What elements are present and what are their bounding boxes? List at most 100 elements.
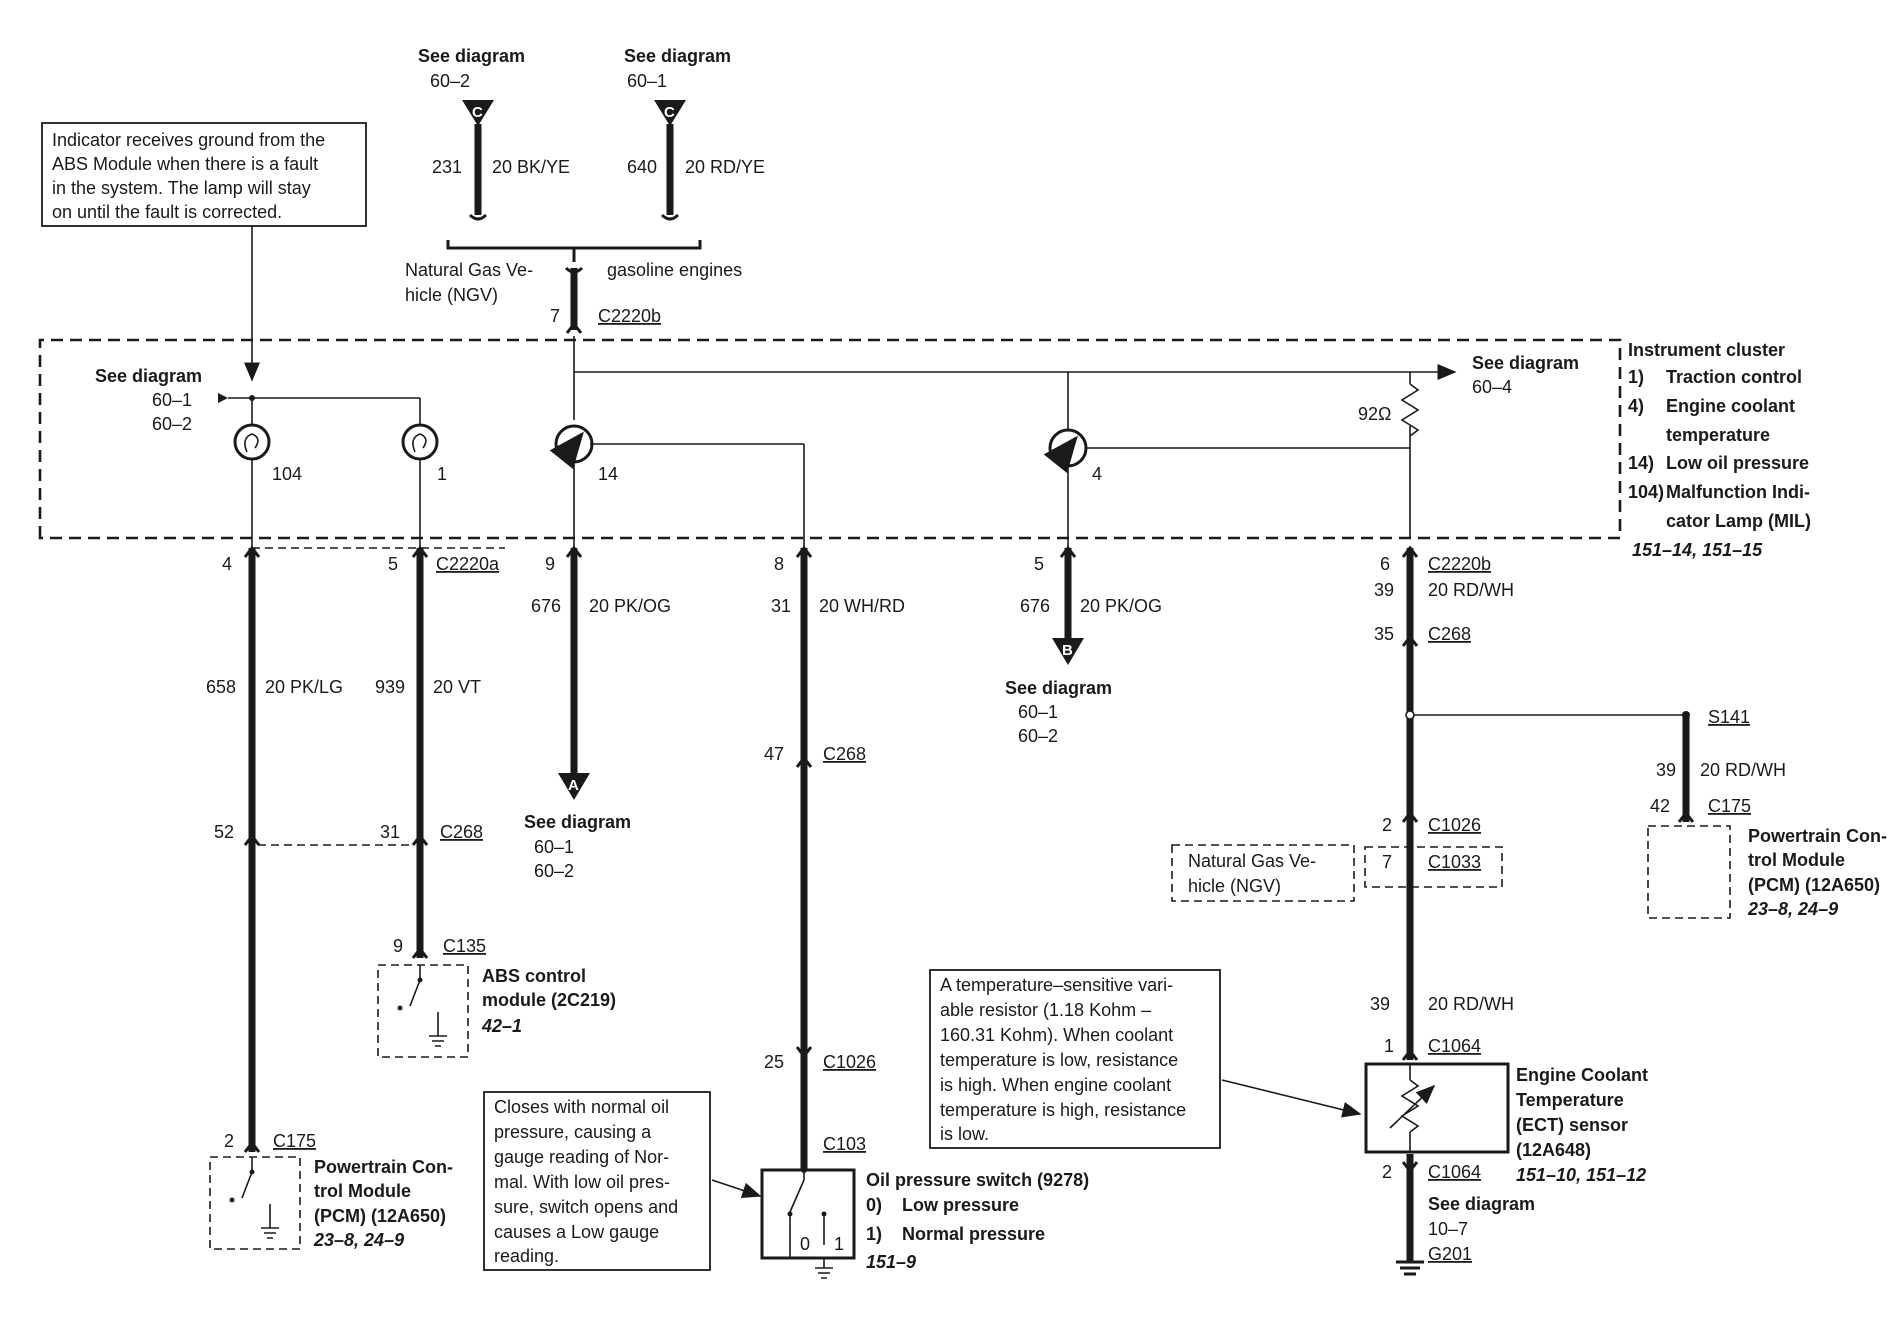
note-line: A temperature–sensitive vari- xyxy=(940,975,1173,995)
note-arrow xyxy=(1221,1079,1362,1118)
note-line: sure, switch opens and xyxy=(494,1197,678,1217)
see-diagram-label: See diagram xyxy=(1005,678,1112,698)
connector-letter: C xyxy=(664,104,675,121)
legend-num: 104) xyxy=(1628,482,1664,502)
connector-letter: B xyxy=(1062,642,1073,659)
wire-color: 20 WH/RD xyxy=(819,596,905,616)
module-name: trol Module xyxy=(314,1181,411,1201)
pin-number: 25 xyxy=(764,1052,784,1072)
circuit-number: 676 xyxy=(1020,596,1050,616)
connector-id: C175 xyxy=(1708,796,1751,816)
connector-a-icon xyxy=(558,773,590,800)
page-refs: 42–1 xyxy=(481,1016,522,1036)
pin-number: 31 xyxy=(380,822,400,842)
module-name: (PCM) (12A650) xyxy=(314,1206,446,1226)
cluster-title: Instrument cluster xyxy=(1628,340,1785,360)
note-line: is low. xyxy=(940,1124,989,1144)
module-name: Powertrain Con- xyxy=(1748,826,1887,846)
wire-color: 20 RD/YE xyxy=(685,157,765,177)
page-refs: 23–8, 24–9 xyxy=(313,1230,404,1250)
component-name: Oil pressure switch (9278) xyxy=(866,1170,1089,1190)
connector-id: C268 xyxy=(440,822,483,842)
ngv-label: Natural Gas Ve- xyxy=(405,260,533,280)
resistor-icon xyxy=(1400,383,1420,437)
note-abs: Indicator receives ground from the ABS M… xyxy=(41,122,367,382)
indicator-number: 4 xyxy=(1092,464,1102,484)
note-line: ABS Module when there is a fault xyxy=(52,154,318,174)
circuit-number: 676 xyxy=(531,596,561,616)
legend-text: temperature xyxy=(1666,425,1770,445)
pcm-left: Powertrain Con- trol Module (PCM) (12A65… xyxy=(209,1156,453,1250)
module-name: trol Module xyxy=(1748,850,1845,870)
circuit-number: 31 xyxy=(771,596,791,616)
connector-id: C268 xyxy=(1428,624,1471,644)
note-line: mal. With low oil pres- xyxy=(494,1172,670,1192)
legend-num: 4) xyxy=(1628,396,1644,416)
connector-id: C2220a xyxy=(436,554,500,574)
switch-icon xyxy=(241,1171,253,1199)
ground-icon xyxy=(815,1267,833,1279)
switch-state-label: 0 xyxy=(800,1234,810,1254)
connector-b-icon xyxy=(1052,638,1084,665)
pin-number: 52 xyxy=(214,822,234,842)
pin-number: 5 xyxy=(1034,554,1044,574)
connector-letter: C xyxy=(472,104,483,121)
connector-id: C1033 xyxy=(1428,852,1481,872)
indicator-number: 14 xyxy=(598,464,618,484)
ground-icon xyxy=(261,1227,279,1239)
column-oil-pressure: 8 31 20 WH/RD 47 C268 25 C1026 C103 xyxy=(764,545,905,1170)
diagram-ref: 10–7 xyxy=(1428,1219,1468,1239)
page-refs: 23–8, 24–9 xyxy=(1747,899,1838,919)
ngv-label: hicle (NGV) xyxy=(405,285,498,305)
note-line: is high. When engine coolant xyxy=(940,1075,1171,1095)
diagram-ref: 60–1 xyxy=(1018,702,1058,722)
note-line: causes a Low gauge xyxy=(494,1222,659,1242)
diagram-ref: 60–2 xyxy=(1018,726,1058,746)
connector-c-icon xyxy=(462,100,494,126)
diagram-ref: 60–2 xyxy=(152,414,192,434)
pin-number: 9 xyxy=(545,554,555,574)
connector-id: C103 xyxy=(823,1134,866,1154)
connector-id: C135 xyxy=(443,936,486,956)
ect-gauge-icon: 4 xyxy=(1043,428,1410,548)
state-text: Low pressure xyxy=(902,1195,1019,1215)
note-line: reading. xyxy=(494,1246,559,1266)
ground-icon xyxy=(429,1035,447,1047)
circuit-number: 39 xyxy=(1374,580,1394,600)
top-ref-left: See diagram 60–2 C 231 20 BK/YE xyxy=(418,46,570,221)
note-line: Closes with normal oil xyxy=(494,1097,669,1117)
pin-number: 2 xyxy=(1382,815,1392,835)
connector-id: C2220b xyxy=(598,306,661,326)
ngv-label: hicle (NGV) xyxy=(1188,876,1281,896)
pin-number: 42 xyxy=(1650,796,1670,816)
wire-color: 20 BK/YE xyxy=(492,157,570,177)
connector-id: C1064 xyxy=(1428,1036,1481,1056)
note-line: Indicator receives ground from the xyxy=(52,130,325,150)
legend-num: 1) xyxy=(1628,367,1644,387)
cluster-legend: Instrument cluster 1) Traction control 4… xyxy=(1628,340,1811,560)
pin-number: 7 xyxy=(1382,852,1392,872)
circuit-number: 39 xyxy=(1656,760,1676,780)
legend-text: Engine coolant xyxy=(1666,396,1795,416)
see-diagram-label: See diagram xyxy=(624,46,731,66)
splice-id: S141 xyxy=(1708,707,1750,727)
note-line: temperature is high, resistance xyxy=(940,1100,1186,1120)
pin-number: 1 xyxy=(1384,1036,1394,1056)
note-line: able resistor (1.18 Kohm – xyxy=(940,1000,1151,1020)
pin-number: 4 xyxy=(222,554,232,574)
switch-icon xyxy=(789,1179,805,1213)
page-refs: 151–14, 151–15 xyxy=(1632,540,1763,560)
diagram-ref: 60–1 xyxy=(627,71,667,91)
see-diagram-label: See diagram xyxy=(95,366,202,386)
see-diagram-label: See diagram xyxy=(418,46,525,66)
legend-text: Low oil pressure xyxy=(1666,453,1809,473)
connector-id: C1064 xyxy=(1428,1162,1481,1182)
module-name: ABS control xyxy=(482,966,586,986)
gasoline-label: gasoline engines xyxy=(607,260,742,280)
note-ect: A temperature–sensitive vari- able resis… xyxy=(929,969,1362,1149)
column-oil-gauge-feed: 9 676 20 PK/OG A See diagram 60–1 60–2 xyxy=(524,545,671,881)
legend-num: 14) xyxy=(1628,453,1654,473)
pcm-right: Powertrain Con- trol Module (PCM) (12A65… xyxy=(1647,825,1887,919)
connector-id: C175 xyxy=(273,1131,316,1151)
